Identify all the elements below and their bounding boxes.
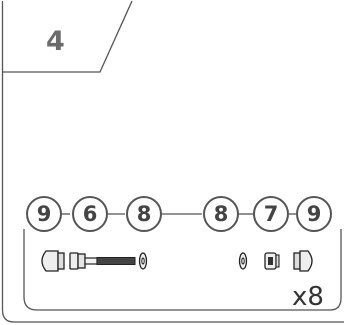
step-tab bbox=[2, 0, 133, 73]
step-number: 4 bbox=[46, 26, 65, 57]
part-badge: 9 bbox=[26, 196, 62, 232]
cap-nut-icon bbox=[293, 250, 313, 272]
washer-icon bbox=[138, 252, 148, 270]
part-badge: 9 bbox=[296, 196, 332, 232]
part-badge: 6 bbox=[72, 196, 108, 232]
quantity-label: x8 bbox=[292, 282, 324, 312]
part-badge: 8 bbox=[203, 196, 239, 232]
part-badge: 7 bbox=[253, 196, 289, 232]
hardware-group-bracket bbox=[23, 229, 342, 311]
washer-icon bbox=[238, 252, 248, 270]
part-badge: 8 bbox=[126, 196, 162, 232]
hex-bolt-icon bbox=[69, 252, 136, 270]
lock-nut-icon bbox=[264, 252, 280, 270]
cap-nut-icon bbox=[41, 250, 65, 272]
